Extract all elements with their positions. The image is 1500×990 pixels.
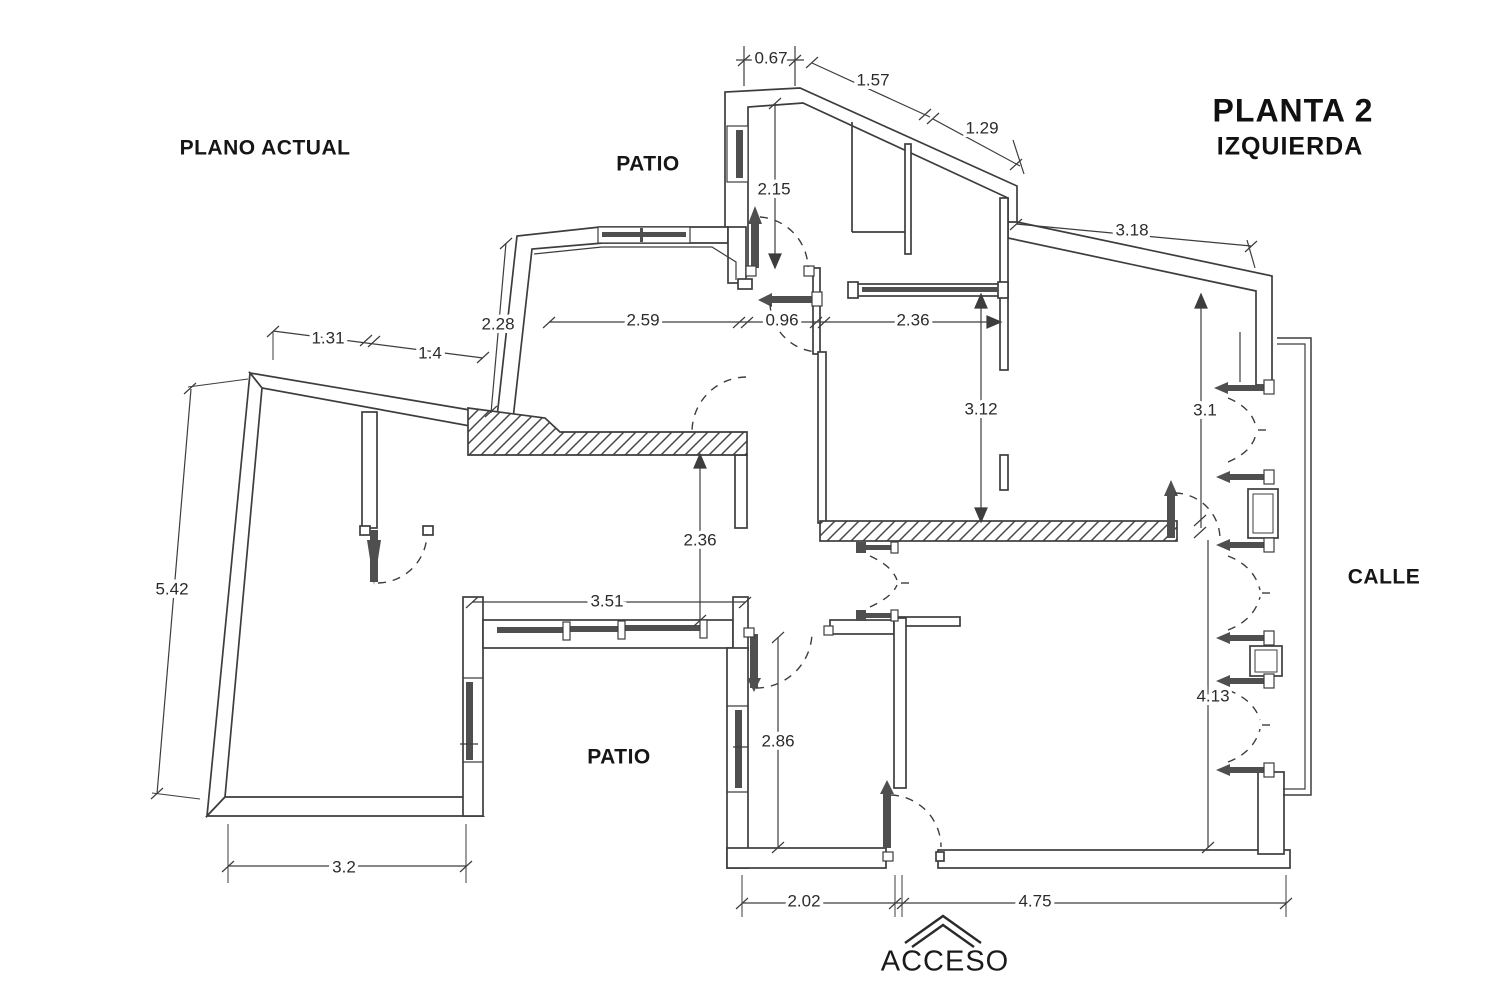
label-calle: CALLE bbox=[1348, 566, 1421, 589]
dim-2-59: 2.59 bbox=[626, 310, 659, 329]
access-chevron-icon bbox=[904, 914, 982, 948]
dim-2-15: 2.15 bbox=[757, 179, 790, 198]
label-plano-actual: PLANO ACTUAL bbox=[180, 137, 351, 160]
walls bbox=[205, 87, 1312, 869]
doors bbox=[367, 206, 1277, 862]
dim-3-12: 3.12 bbox=[964, 399, 997, 418]
dim-2-28: 2.28 bbox=[481, 314, 514, 333]
dim-1-4: 1.4 bbox=[418, 343, 442, 362]
dim-3-2: 3.2 bbox=[332, 857, 356, 876]
dim-2-36-v: 2.36 bbox=[683, 530, 716, 549]
label-patio-bottom: PATIO bbox=[587, 746, 651, 769]
windows bbox=[460, 125, 998, 793]
page-title: PLANTA 2 bbox=[1213, 92, 1374, 128]
dim-3-1: 3.1 bbox=[1193, 400, 1217, 419]
hatched-walls bbox=[467, 407, 1178, 542]
dim-3-18: 3.18 bbox=[1115, 220, 1148, 239]
dim-5-42: 5.42 bbox=[155, 579, 188, 598]
dim-2-36-h: 2.36 bbox=[896, 310, 929, 329]
dim-4-75: 4.75 bbox=[1018, 891, 1051, 910]
dim-2-86: 2.86 bbox=[761, 731, 794, 750]
dim-0-67: 0.67 bbox=[754, 48, 787, 67]
dim-1-31: 1.31 bbox=[311, 328, 344, 347]
label-acceso: ACCESO bbox=[881, 946, 1009, 978]
dim-1-57: 1.57 bbox=[856, 70, 889, 89]
dim-4-13: 4.13 bbox=[1196, 686, 1229, 705]
text-labels: PLANTA 2 IZQUIERDA PLANO ACTUAL PATIO PA… bbox=[152, 45, 1421, 978]
dim-3-51: 3.51 bbox=[590, 591, 623, 610]
dim-0-96: 0.96 bbox=[765, 310, 798, 329]
label-patio-top: PATIO bbox=[616, 153, 680, 176]
page-subtitle: IZQUIERDA bbox=[1217, 133, 1364, 161]
dim-2-02: 2.02 bbox=[787, 891, 820, 910]
dim-1-29: 1.29 bbox=[965, 118, 998, 137]
facade-window-leaves bbox=[1214, 379, 1275, 778]
dimension-lines bbox=[150, 46, 1293, 917]
